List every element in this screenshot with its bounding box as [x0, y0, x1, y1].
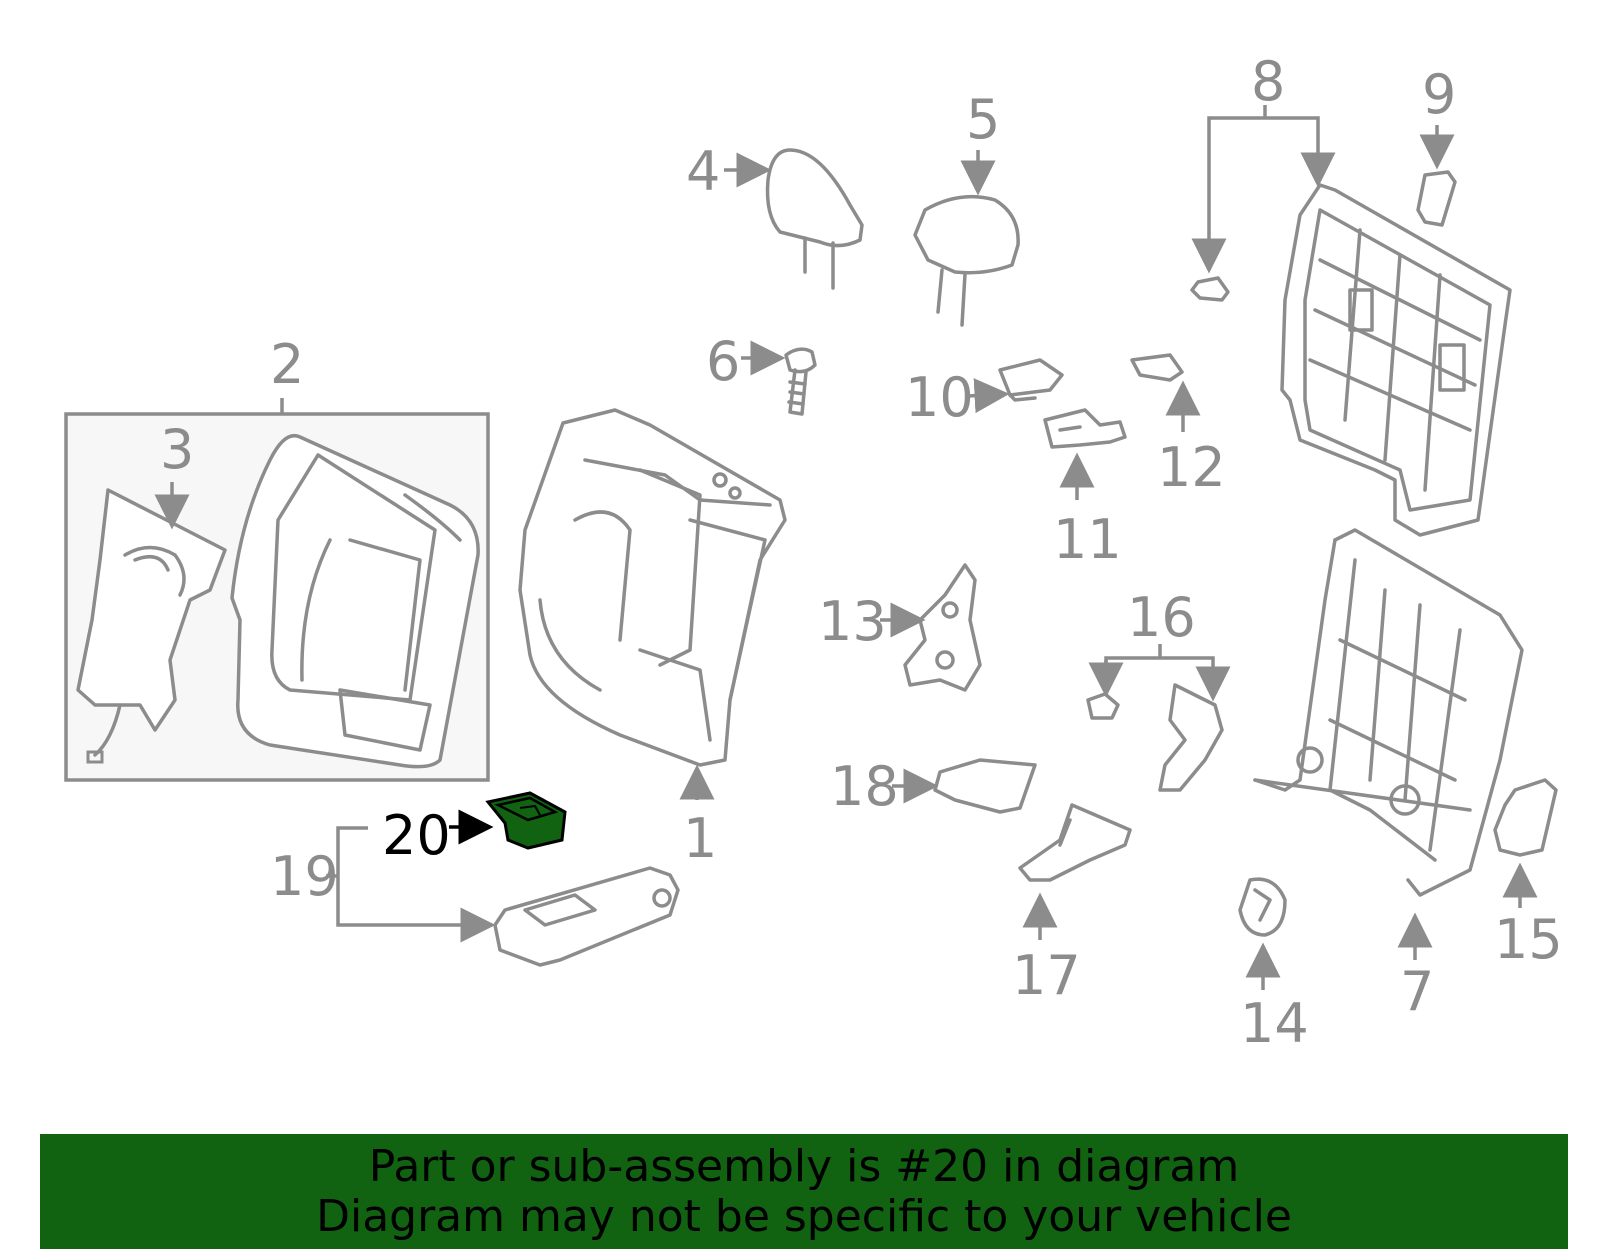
part-10-bracket: [967, 358, 1064, 414]
callout-12: 12: [1157, 436, 1226, 499]
part-1-seat-back-pad: [518, 408, 787, 800]
callout-9: 9: [1422, 63, 1456, 126]
callout-20: 20: [382, 804, 451, 867]
part-11-bracket: [1043, 408, 1127, 500]
part-14-knob: [1238, 877, 1287, 990]
callout-11: 11: [1053, 508, 1122, 571]
callout-19: 19: [270, 845, 339, 908]
part-7-seat-frame: [1253, 528, 1524, 960]
callout-6: 6: [706, 330, 740, 393]
part-19-armrest: [326, 826, 680, 967]
callout-3: 3: [160, 418, 194, 481]
callout-4: 4: [686, 140, 720, 203]
callout-10: 10: [905, 366, 974, 429]
callout-5: 5: [966, 88, 1000, 151]
callout-18: 18: [830, 755, 899, 818]
callout-1: 1: [683, 807, 717, 870]
part-4-headrest: [724, 148, 864, 290]
callout-8: 8: [1251, 50, 1285, 113]
part-17-bracket: [1018, 803, 1132, 940]
part-9-cover: [1416, 125, 1457, 227]
part-8-leader: [1190, 105, 1336, 302]
part-6-bolt: [741, 340, 817, 416]
part-15-cover: [1493, 778, 1558, 908]
callout-7: 7: [1400, 960, 1434, 1023]
part-5-headrest: [913, 150, 1020, 327]
callout-14: 14: [1240, 992, 1309, 1055]
banner-line-1: Part or sub-assembly is #20 in diagram: [368, 1141, 1240, 1192]
callout-13: 13: [818, 590, 887, 653]
callout-15: 15: [1494, 908, 1563, 971]
info-banner: Part or sub-assembly is #20 in diagram D…: [40, 1134, 1568, 1249]
part-16-leader: [1086, 644, 1231, 792]
callout-2: 2: [270, 333, 304, 396]
part-18-bracket: [892, 758, 1037, 814]
banner-line-2: Diagram may not be specific to your vehi…: [316, 1191, 1292, 1242]
part-20-cup-holder: [449, 791, 567, 850]
callout-17: 17: [1012, 944, 1081, 1007]
part-2-cover-box: [64, 398, 490, 782]
callout-16: 16: [1127, 586, 1196, 649]
part-8-back-panel: [1280, 183, 1512, 537]
part-13-hinge: [880, 563, 982, 692]
part-12-clip: [1130, 353, 1201, 432]
